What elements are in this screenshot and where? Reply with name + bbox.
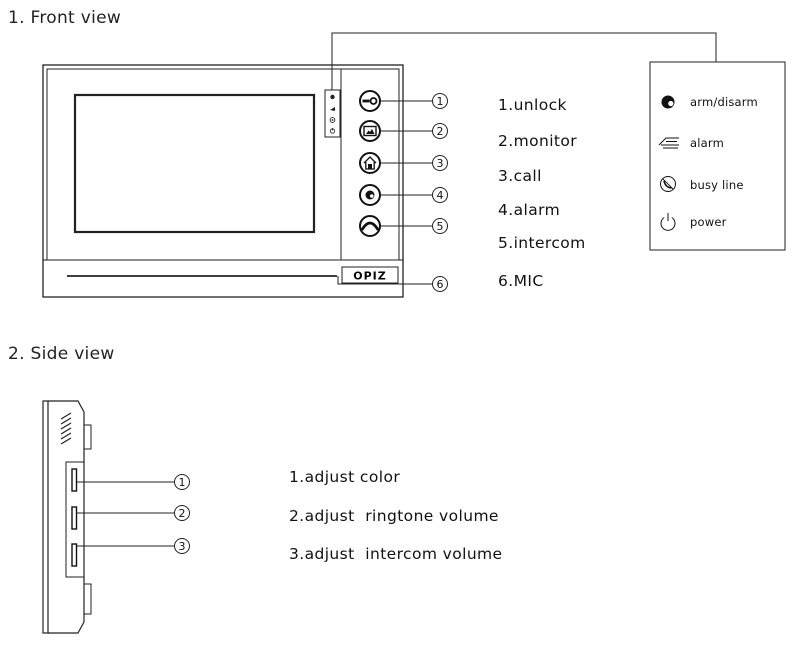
alarm-bell-icon [658,137,679,149]
label-adjust-intercom-volume: 3.adjust intercom volume [289,545,503,563]
busy-line-icon [660,176,676,192]
label-unlock: 1.unlock [498,96,567,114]
side-front-bezel [42,400,49,634]
label-call: 3.call [498,167,542,185]
adjust-intercom-volume-button[interactable] [71,543,78,567]
svg-text:6: 6 [437,278,444,291]
alarm-icon [365,190,375,200]
svg-text:1: 1 [437,95,444,108]
side-view-title: 2. Side view [8,344,115,364]
front-callout-3: 3 [432,155,448,171]
monitor-front: OPIZ [42,32,717,298]
svg-text:4: 4 [437,189,444,202]
front-callout-1: 1 [432,93,448,109]
legend-label-power: power [690,215,727,229]
svg-text:2: 2 [437,125,444,138]
call-button[interactable] [359,152,381,174]
legend-connector-line [331,32,717,90]
side-top-nub [83,424,92,450]
unlock-button[interactable] [359,90,381,112]
legend-label-busy-line: busy line [690,178,744,192]
indicator-arm-icon [330,94,335,100]
svg-text:1: 1 [179,476,186,489]
front-callout-4: 4 [432,187,448,203]
side-callout-3: 3 [174,538,190,554]
label-intercom: 5.intercom [498,234,586,252]
label-mic: 6.MIC [498,272,544,290]
adjust-ringtone-volume-button[interactable] [71,506,78,530]
side-callout-2: 2 [174,505,190,521]
alarm-button[interactable] [359,184,381,206]
monitor-outer-frame [42,64,404,298]
intercom-button[interactable] [359,215,381,237]
monitor-icon [363,125,377,137]
arm-disarm-icon [661,95,675,109]
legend-label-alarm: alarm [690,136,725,150]
label-alarm: 4.alarm [498,201,561,219]
home-call-icon [363,156,377,170]
front-view-title: 1. Front view [8,8,122,28]
label-adjust-color: 1.adjust color [289,468,401,486]
side-button-panel [65,461,85,578]
brand-plate [341,266,399,284]
svg-text:3: 3 [179,540,186,553]
monitor-screen [73,93,316,234]
label-adjust-ringtone-volume: 2.adjust ringtone volume [289,507,499,525]
front-callout-2: 2 [432,123,448,139]
side-callout-leaders [76,481,175,547]
monitor-button[interactable] [359,120,381,142]
svg-text:5: 5 [437,220,444,233]
side-bottom-nub [83,583,92,615]
legend-label-arm-disarm: arm/disarm [690,95,758,109]
handset-icon [361,221,379,231]
indicator-power-icon [329,128,336,134]
speaker-vent [60,412,72,445]
brand-logo: OPIZ [353,270,386,283]
indicator-alarm-icon [330,107,335,111]
key-icon [362,97,378,105]
svg-text:2: 2 [179,507,186,520]
label-monitor: 2.monitor [498,132,578,150]
svg-text:3: 3 [437,157,444,170]
indicator-busy-icon [329,117,336,123]
front-callout-leaders [337,100,433,285]
front-callout-6: 6 [432,276,448,292]
power-icon [660,213,676,231]
side-callout-1: 1 [174,474,190,490]
adjust-color-button[interactable] [71,468,78,492]
front-callout-5: 5 [432,218,448,234]
monitor-side [42,400,92,634]
